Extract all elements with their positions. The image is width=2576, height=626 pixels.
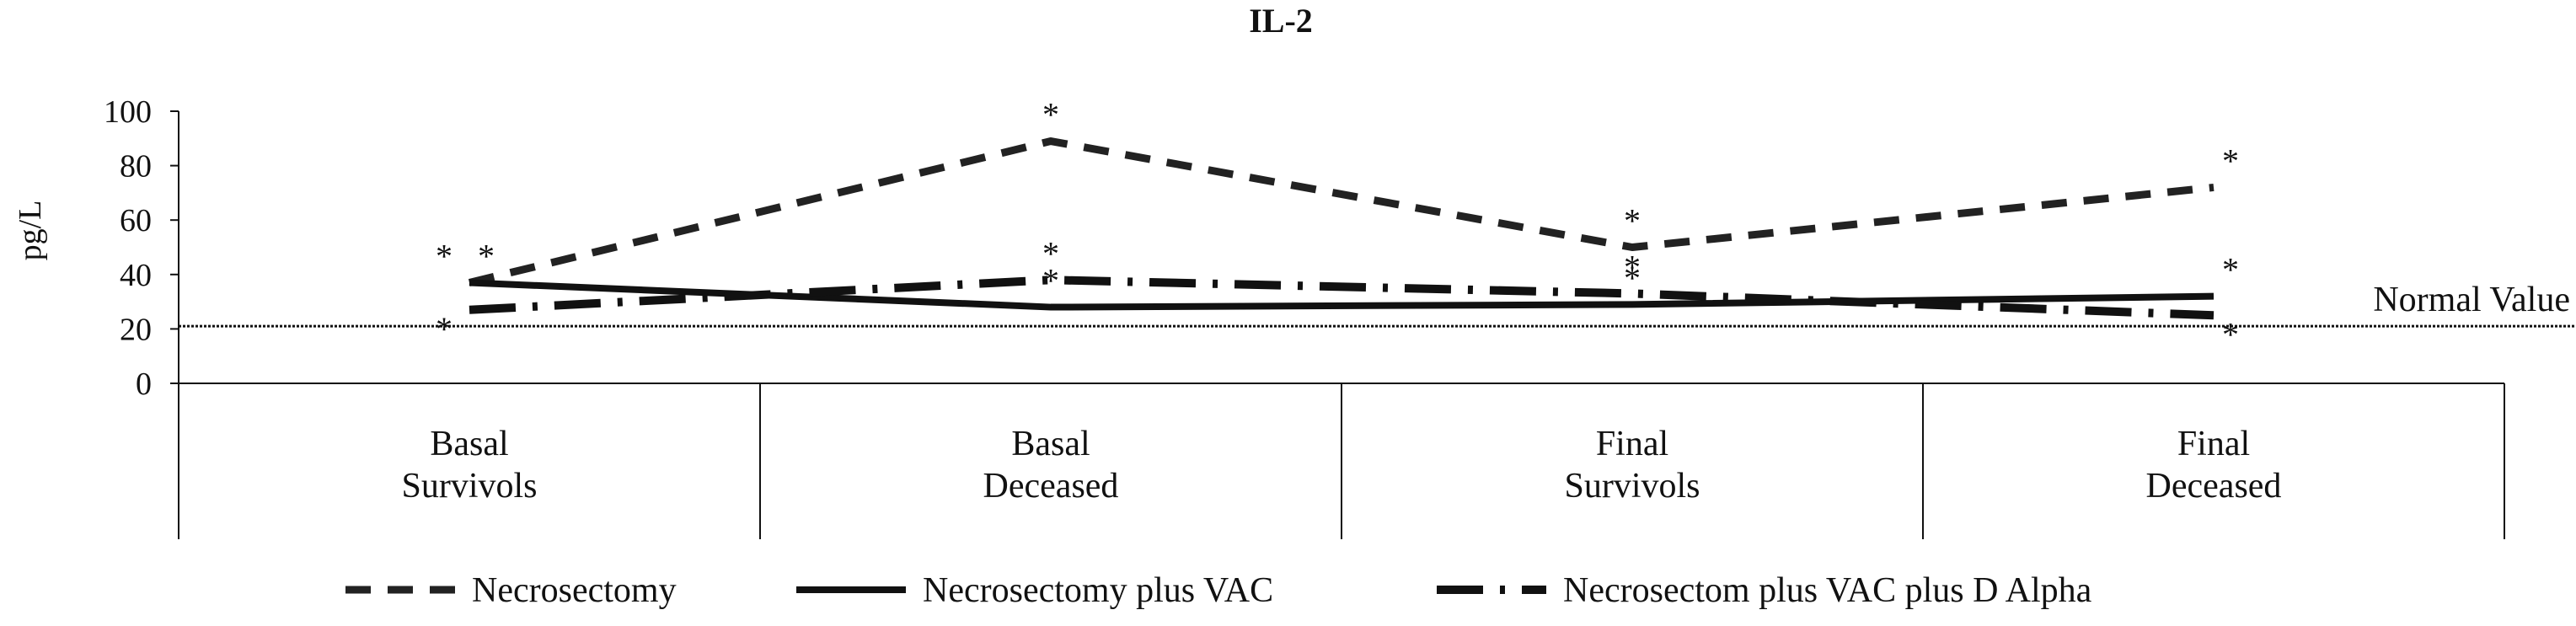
significance-marker: * <box>1624 248 1641 286</box>
significance-marker: * <box>1042 262 1059 300</box>
y-tick-label: 40 <box>120 258 152 293</box>
legend-label-3: Necrosectom plus VAC plus D Alpha <box>1563 571 2092 610</box>
significance-marker: * <box>436 237 453 275</box>
series-group <box>468 137 2215 320</box>
significance-marker: * <box>1042 234 1059 272</box>
series-line-3 <box>469 276 2215 320</box>
legend: Necrosectomy Necrosectomy plus VAC Necrose… <box>345 571 2092 610</box>
significance-marker: * <box>1624 259 1641 297</box>
y-tick-label: 60 <box>120 203 152 238</box>
x-tick-label-line: Survivols <box>401 467 537 506</box>
x-tick-label-line: Deceased <box>983 467 1119 506</box>
significance-marker: * <box>478 237 495 275</box>
significance-marker: * <box>436 310 453 348</box>
y-tick-label: 20 <box>120 312 152 347</box>
y-axis-label: pg/L <box>13 201 48 261</box>
y-tick-label: 100 <box>104 94 152 130</box>
legend-label-2: Necrosectomy plus VAC <box>923 571 1273 610</box>
series-2-point <box>1631 303 1633 305</box>
significance-marker: * <box>1624 202 1641 240</box>
series-1-point <box>2213 186 2215 188</box>
series-2-point <box>469 281 470 283</box>
reference-line-group: Normal Value <box>179 281 2576 328</box>
series-line-1 <box>468 137 2215 286</box>
significance-marker: * <box>2222 315 2239 353</box>
legend-label-1: Necrosectomy <box>472 571 677 610</box>
series-3-point <box>469 309 470 311</box>
significance-marker: * <box>2222 142 2239 179</box>
series-2-point <box>2213 296 2215 297</box>
significance-marker: * <box>2222 251 2239 289</box>
series-3-point <box>2213 314 2215 316</box>
x-tick-label-line: Deceased <box>2146 467 2282 506</box>
series-1-point <box>1050 141 1052 142</box>
y-tick-label: 80 <box>120 149 152 185</box>
x-tick-label-line: Basal <box>1011 425 1090 463</box>
x-tick-label-line: Survivols <box>1564 467 1700 506</box>
chart-title: IL-2 <box>1249 2 1313 40</box>
x-tick-label-line: Basal <box>430 425 508 463</box>
x-tick-label-line: Final <box>1596 425 1668 463</box>
x-tick-label-line: Final <box>2177 425 2250 463</box>
y-tick-label: 0 <box>136 367 152 402</box>
series-2-point <box>1050 307 1052 308</box>
significance-marker: * <box>1042 96 1059 134</box>
significance-markers: ************ <box>436 96 2239 354</box>
normal-value-label: Normal Value <box>2373 281 2570 319</box>
